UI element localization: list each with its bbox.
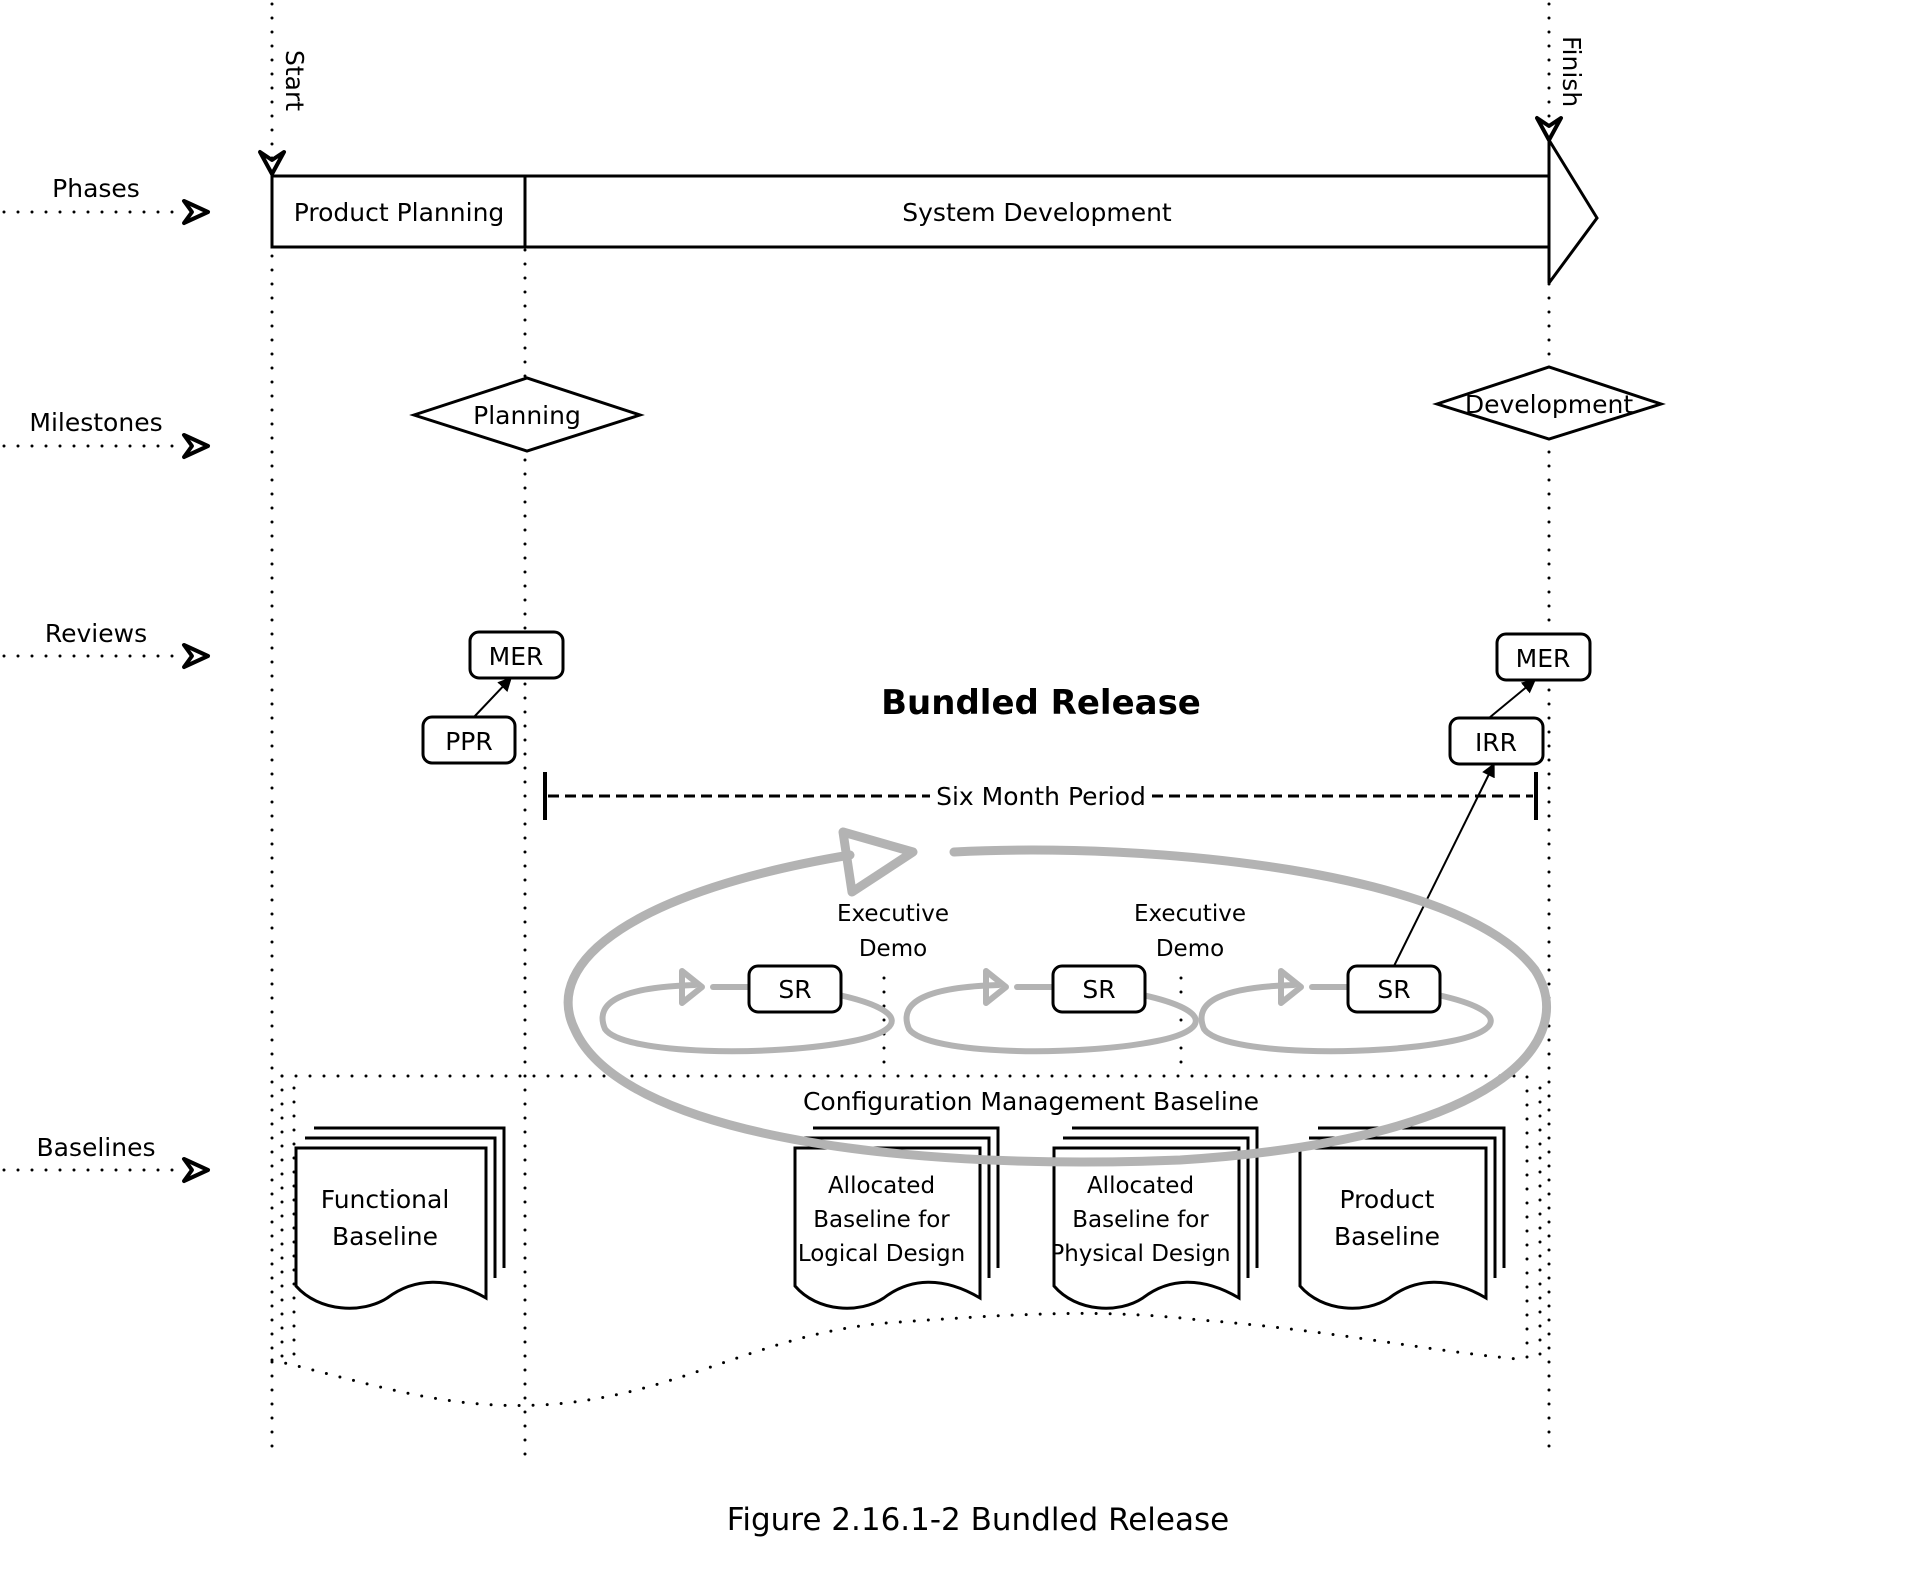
sprint-review-box: [747, 964, 843, 1014]
sprint-arrow-icon: [1278, 968, 1304, 1006]
sprint-cycle: SR: [1198, 964, 1494, 1055]
demo-label-line2: Demo: [1156, 936, 1224, 962]
review-mer: [1495, 632, 1592, 682]
figure-caption: Figure 2.16.1-2 Bundled Release: [727, 1502, 1229, 1538]
demo-label-line1: Executive: [837, 901, 949, 927]
config-baseline-region: Configuration Management Baseline: [270, 1074, 1542, 1408]
sprint-arrow-icon: [983, 968, 1009, 1006]
row-label-baselines: Baselines: [36, 1133, 155, 1162]
phase-label: Product Planning: [294, 198, 505, 227]
review-arrow: [473, 676, 512, 718]
demo-label-line2: Demo: [859, 936, 927, 962]
milestone-planning: Planning: [409, 376, 645, 453]
document-icon: [1298, 1146, 1488, 1310]
baseline-label: Allocated: [1087, 1173, 1194, 1199]
review-group-development: MER IRR: [1393, 632, 1592, 967]
row-arrow-icon: [182, 433, 210, 459]
six-month-period: Six Month Period: [543, 772, 1538, 820]
baseline-label: Logical Design: [798, 1241, 965, 1267]
row-baselines: Baselines: [2, 1133, 210, 1183]
row-arrow-icon: [182, 199, 210, 225]
row-reviews: Reviews: [2, 619, 210, 669]
row-milestones: Milestones: [2, 408, 210, 459]
baseline-label: Baseline: [1334, 1222, 1440, 1251]
review-label: MER: [489, 642, 544, 671]
sprint-loop: [903, 982, 1199, 1055]
sprint-review-label: SR: [1377, 975, 1410, 1004]
review-ppr: [421, 715, 517, 765]
review-group-planning: MER PPR: [421, 630, 565, 765]
executive-demo: Executive Demo: [1134, 901, 1246, 962]
phase-label: System Development: [902, 198, 1172, 227]
sprint-arrow-icon: [679, 968, 705, 1006]
baseline-label: Baseline for: [1072, 1207, 1209, 1233]
milestone-label: Planning: [473, 401, 581, 430]
baseline-label: Baseline: [332, 1222, 438, 1251]
row-label-reviews: Reviews: [45, 619, 147, 648]
period-label: Six Month Period: [936, 782, 1146, 811]
start-label: Start: [280, 50, 309, 111]
row-label-milestones: Milestones: [29, 408, 162, 437]
milestone-development: Development: [1432, 365, 1666, 441]
review-mer: [468, 630, 565, 680]
release-cycle-arrow-icon: [838, 827, 918, 897]
sprint-cycles: SR SR SR: [599, 964, 1494, 1055]
executive-demo: Executive Demo: [837, 901, 949, 962]
document-icon: [793, 1146, 982, 1310]
row-label-phases: Phases: [52, 174, 140, 203]
phase-product-planning: [270, 174, 527, 249]
milestone-label: Development: [1465, 390, 1633, 419]
sprint-loop: [599, 982, 895, 1055]
finish-label: Finish: [1557, 36, 1586, 107]
phase-bar: Product Planning System Development: [270, 139, 1599, 284]
finish-marker-icon: [1535, 116, 1563, 142]
document-icon: [294, 1146, 488, 1310]
sprint-review-box: [1051, 964, 1147, 1014]
sprint-cycle: SR: [599, 964, 895, 1055]
phase-bar-arrow-icon: [1547, 139, 1599, 284]
sr-to-irr-arrow: [1393, 762, 1495, 967]
sprint-review-box: [1346, 964, 1442, 1014]
baseline-label: Physical Design: [1050, 1241, 1230, 1267]
document-icon: [1052, 1146, 1241, 1310]
baseline-label: Baseline for: [813, 1207, 950, 1233]
review-label: MER: [1516, 644, 1571, 673]
baseline-label: Allocated: [828, 1173, 935, 1199]
sprint-cycle: SR: [903, 964, 1199, 1055]
row-arrow-icon: [182, 643, 210, 669]
release-cycle: [563, 827, 1552, 1167]
row-phases: Phases: [2, 174, 210, 225]
sprint-review-label: SR: [1082, 975, 1115, 1004]
diagram-title: Bundled Release: [881, 683, 1201, 723]
baseline-label: Functional: [321, 1185, 450, 1214]
start-marker-icon: [258, 150, 286, 176]
review-label: IRR: [1475, 728, 1517, 757]
release-cycle-loop: [563, 845, 1552, 1167]
config-baseline-label: Configuration Management Baseline: [803, 1087, 1259, 1116]
row-arrow-icon: [182, 1157, 210, 1183]
sprint-loop: [1198, 982, 1494, 1055]
review-label: PPR: [445, 727, 493, 756]
review-irr: [1448, 716, 1545, 766]
review-arrow: [1488, 679, 1537, 719]
baseline-label: Product: [1340, 1185, 1435, 1214]
sprint-review-label: SR: [778, 975, 811, 1004]
demo-label-line1: Executive: [1134, 901, 1246, 927]
